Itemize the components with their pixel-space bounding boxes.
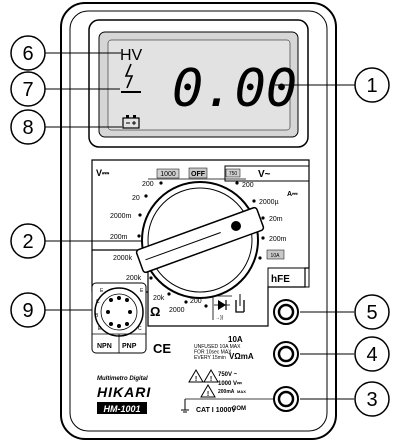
vohm-rating-ma: 200mA bbox=[218, 389, 235, 395]
svg-text:1: 1 bbox=[366, 75, 377, 97]
vdc-range-200: 200 bbox=[142, 181, 154, 188]
hv-indicator: HV bbox=[120, 47, 143, 64]
brand-logo: HIKARI bbox=[97, 384, 151, 400]
jack-com-label: COM bbox=[232, 406, 246, 412]
vdc-range-2000m: 2000m bbox=[110, 213, 132, 220]
vohm-rating-ac: 750V ~ bbox=[218, 372, 238, 378]
callout-4: 4 bbox=[354, 336, 390, 372]
rotary-selector-knob[interactable] bbox=[135, 181, 265, 299]
amp-range-10a: 10A bbox=[271, 253, 281, 259]
knob-pointer-dot bbox=[231, 221, 241, 231]
ce-mark: CE bbox=[153, 341, 171, 356]
jack-10a-label: 10A bbox=[228, 335, 243, 344]
callout-2: 2 bbox=[10, 223, 46, 259]
npn-label: NPN bbox=[97, 343, 112, 350]
callout-5: 5 bbox=[354, 294, 390, 330]
amp-range-2000u: 2000µ bbox=[259, 199, 279, 206]
multimeter-inner-frame bbox=[69, 10, 328, 432]
callout-3: 3 bbox=[354, 381, 390, 417]
cat-rating: CAT I 1000V bbox=[196, 407, 236, 414]
svg-text:!: ! bbox=[195, 376, 197, 383]
hfe-section-box bbox=[267, 267, 310, 288]
vohm-rating-max: MAX bbox=[237, 389, 246, 394]
svg-text:6: 6 bbox=[22, 43, 33, 65]
warning-triangles: ! ! ! bbox=[188, 369, 219, 398]
vac-range-200: 200 bbox=[242, 182, 254, 189]
hfe-pin-b: B bbox=[95, 313, 99, 319]
hfe-pin-c1: C bbox=[96, 299, 100, 305]
jack-com[interactable] bbox=[273, 386, 299, 412]
ohm-range-2000: 2000 bbox=[169, 307, 185, 314]
svg-text:4: 4 bbox=[366, 344, 377, 366]
pnp-label: PNP bbox=[122, 343, 137, 350]
hfe-label: hFE bbox=[271, 274, 290, 285]
vdc-label: V⎓ bbox=[96, 168, 110, 178]
high-voltage-lightning-icon bbox=[124, 63, 134, 89]
model-label: HM-1001 bbox=[103, 404, 140, 414]
callout-9: 9 bbox=[10, 292, 46, 328]
jack-vohm-label: VΩmA bbox=[229, 352, 254, 361]
vac-label: V~ bbox=[258, 169, 271, 180]
diode-sub-label: →)) bbox=[215, 315, 224, 321]
svg-text:7: 7 bbox=[22, 79, 33, 101]
model-badge bbox=[97, 402, 147, 414]
amp-label: A⎓ bbox=[287, 191, 298, 198]
off-label: OFF bbox=[191, 171, 206, 178]
svg-text:9: 9 bbox=[22, 300, 33, 322]
svg-text:3: 3 bbox=[366, 389, 377, 411]
vdc-range-20: 20 bbox=[132, 195, 140, 202]
svg-text:8: 8 bbox=[22, 117, 33, 139]
low-battery-icon bbox=[122, 115, 140, 129]
hfe-pin-e3: E bbox=[98, 326, 102, 332]
vdc-range-200m: 200m bbox=[110, 234, 128, 241]
ohm-symbol: Ω bbox=[150, 304, 160, 319]
ohm-range-20k: 20k bbox=[153, 295, 165, 302]
hfe-pin-e1: E bbox=[100, 288, 104, 294]
brand-subtitle: Multimetro Digital bbox=[97, 376, 148, 382]
vohm-rating-dc: 1000 V⎓ bbox=[218, 381, 242, 387]
callout-7: 7 bbox=[10, 71, 46, 107]
amp-range-20m: 20m bbox=[269, 216, 283, 223]
hfe-pin-c2: C bbox=[138, 326, 142, 332]
callout-1: 1 bbox=[354, 67, 390, 103]
jack-10a[interactable] bbox=[273, 299, 299, 325]
ohm-range-2000k: 2000k bbox=[113, 255, 133, 262]
vac-section-box bbox=[224, 165, 310, 182]
svg-text:!: ! bbox=[207, 391, 209, 398]
ohm-range-200k: 200k bbox=[126, 275, 142, 282]
vdc-range-1000: 1000 bbox=[160, 171, 176, 178]
lcd-reading: 0.00 bbox=[172, 59, 297, 119]
callout-6: 6 bbox=[10, 35, 46, 71]
hfe-socket[interactable] bbox=[91, 282, 147, 354]
amp-range-200m: 200m bbox=[269, 236, 287, 243]
vac-range-750: 750 bbox=[229, 171, 238, 177]
svg-text:2: 2 bbox=[22, 231, 33, 253]
diode-icon bbox=[214, 300, 230, 310]
continuity-icon bbox=[235, 294, 245, 313]
hfe-pin-e2: E bbox=[140, 288, 144, 294]
jack-v-ohm-ma[interactable] bbox=[273, 341, 299, 367]
callout-8: 8 bbox=[10, 109, 46, 145]
svg-text:!: ! bbox=[210, 376, 212, 383]
ohm-range-200: 200 bbox=[190, 298, 202, 305]
svg-text:5: 5 bbox=[366, 302, 377, 324]
